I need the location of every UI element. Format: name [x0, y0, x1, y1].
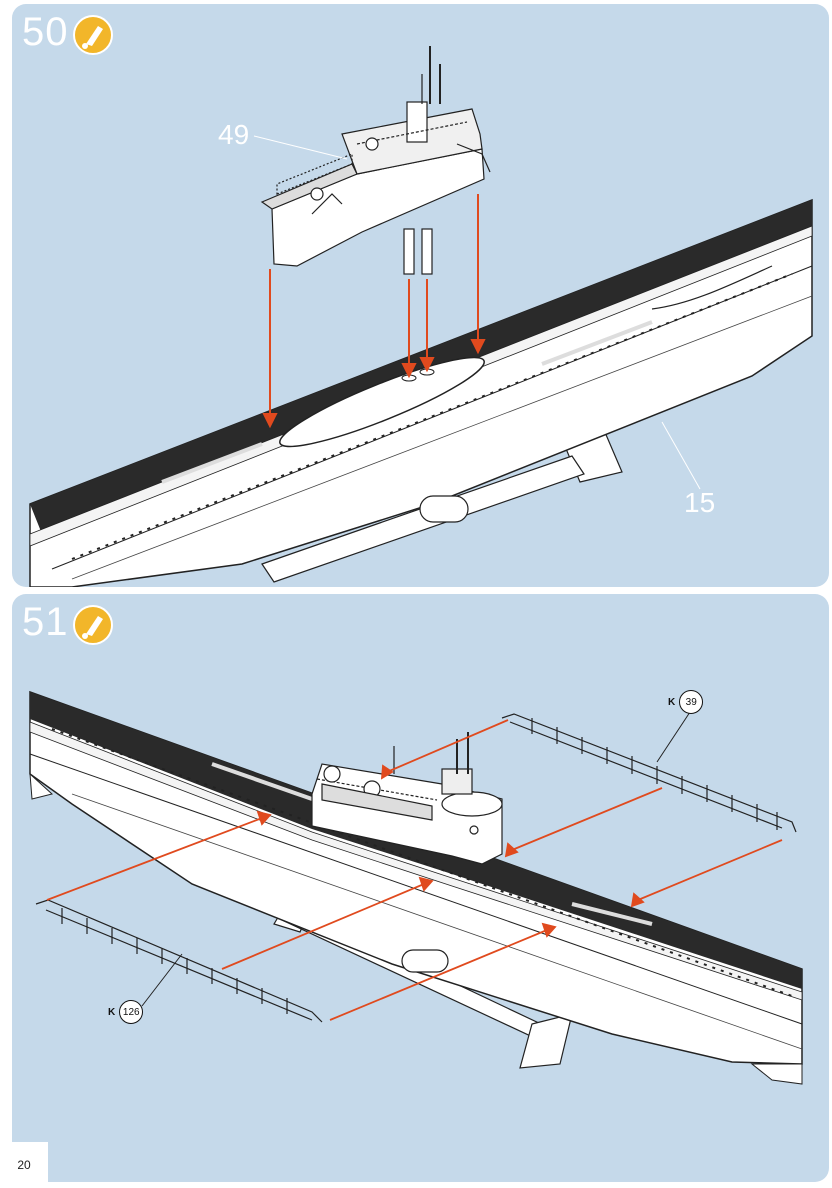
step-50-illustration [29, 46, 813, 587]
leader-line-126 [141, 953, 183, 1007]
step-51-illustration [29, 690, 803, 1085]
hull-part-15 [29, 198, 813, 587]
page-number: 20 [0, 1142, 48, 1188]
leader-line-15 [661, 421, 701, 490]
step-51-panel: 51 K 39 K 126 [12, 594, 829, 1182]
part-ref-number: 39 [679, 690, 704, 714]
leader-line-39 [656, 708, 693, 763]
railing-part-39 [501, 713, 797, 833]
assembly-arrows [46, 719, 783, 1021]
part-label-49: 49 [218, 119, 250, 150]
leader-line-49 [253, 135, 348, 160]
part-ref-prefix: K [668, 696, 676, 708]
glue-icon [73, 605, 113, 645]
step-number: 50 [22, 10, 69, 54]
glue-icon [73, 15, 113, 55]
part-ref-39: K 39 [668, 690, 704, 714]
step-number: 51 [22, 600, 69, 644]
conning-tower-part-49 [260, 46, 491, 275]
assembly-arrows [262, 194, 486, 429]
step-50-panel: 50 49 15 [12, 4, 829, 587]
part-ref-prefix: K [108, 1006, 116, 1018]
part-ref-126: K 126 [108, 1000, 144, 1024]
part-label-15: 15 [684, 487, 716, 518]
part-ref-number: 126 [119, 1000, 144, 1024]
conning-tower [311, 732, 503, 865]
